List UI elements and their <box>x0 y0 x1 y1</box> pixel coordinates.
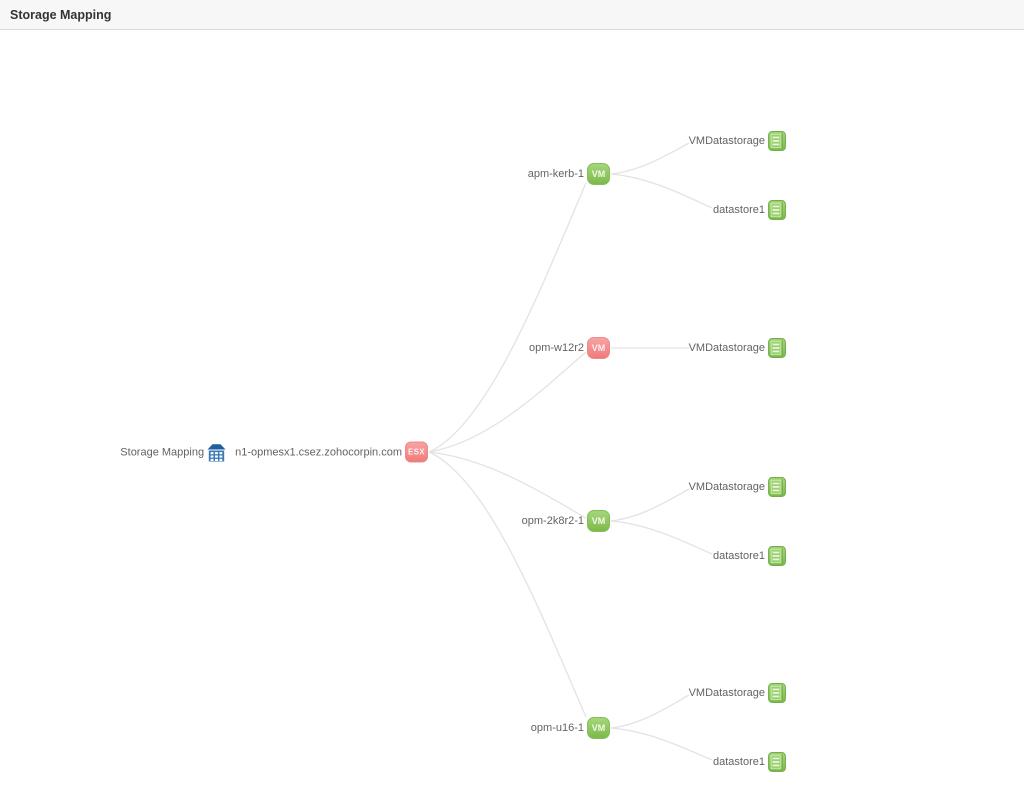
connectors-layer <box>428 142 713 761</box>
storage-mapping-canvas: Storage Mapping n1-opmesx1.csez.zohocorp… <box>0 30 1024 784</box>
connector-edge <box>610 727 713 761</box>
datastore-node[interactable]: datastore1 <box>713 752 786 772</box>
vm-status-badge: VM <box>587 510 610 532</box>
datastore-name-label: datastore1 <box>713 204 765 216</box>
connector-edge <box>428 351 587 453</box>
datastore-name-label: datastore1 <box>713 756 765 768</box>
building-icon <box>207 443 226 461</box>
connector-edge <box>610 488 690 522</box>
connector-edge <box>428 451 587 718</box>
datastore-name-label: VMDatastorage <box>688 687 765 699</box>
vm-name-label: apm-kerb-1 <box>527 168 584 180</box>
connector-edge <box>610 142 690 175</box>
datastore-name-label: VMDatastorage <box>688 481 765 493</box>
datastore-icon <box>768 477 786 497</box>
datastore-node[interactable]: VMDatastorage <box>689 338 786 358</box>
page-header: Storage Mapping <box>0 0 1024 30</box>
datastore-node[interactable]: datastore1 <box>713 200 786 220</box>
root-prefix-label: Storage Mapping <box>120 446 205 458</box>
datastore-node[interactable]: VMDatastorage <box>689 131 786 151</box>
esx-host-label: n1-opmesx1.csez.zohocorpin.com <box>235 446 402 458</box>
datastore-name-label: VMDatastorage <box>688 342 765 354</box>
connector-edge <box>428 182 587 453</box>
vm-status-badge: VM <box>587 717 610 739</box>
vm-name-label: opm-u16-1 <box>530 722 584 734</box>
datastore-icon <box>768 200 786 220</box>
connector-edge <box>610 694 690 729</box>
page-title: Storage Mapping <box>10 7 112 22</box>
datastore-icon <box>768 131 786 151</box>
vm-name-label: opm-2k8r2-1 <box>521 515 584 527</box>
connector-edge <box>428 451 587 519</box>
connector-edge <box>610 520 713 555</box>
datastore-node[interactable]: VMDatastorage <box>689 477 786 497</box>
connector-edge <box>610 173 713 209</box>
datastore-icon <box>768 752 786 772</box>
vm-status-badge: VM <box>587 337 610 359</box>
datastore-node[interactable]: datastore1 <box>713 546 786 566</box>
datastore-icon <box>768 546 786 566</box>
datastore-name-label: VMDatastorage <box>688 135 765 147</box>
vm-status-badge: VM <box>587 163 610 185</box>
datastore-icon <box>768 683 786 703</box>
datastore-node[interactable]: VMDatastorage <box>689 683 786 703</box>
root-host-node[interactable]: Storage Mapping n1-opmesx1.csez.zohocorp… <box>120 441 428 463</box>
datastore-icon <box>768 338 786 358</box>
esx-status-badge: ESX <box>405 441 428 463</box>
datastore-name-label: datastore1 <box>713 550 765 562</box>
vm-name-label: opm-w12r2 <box>528 342 584 354</box>
